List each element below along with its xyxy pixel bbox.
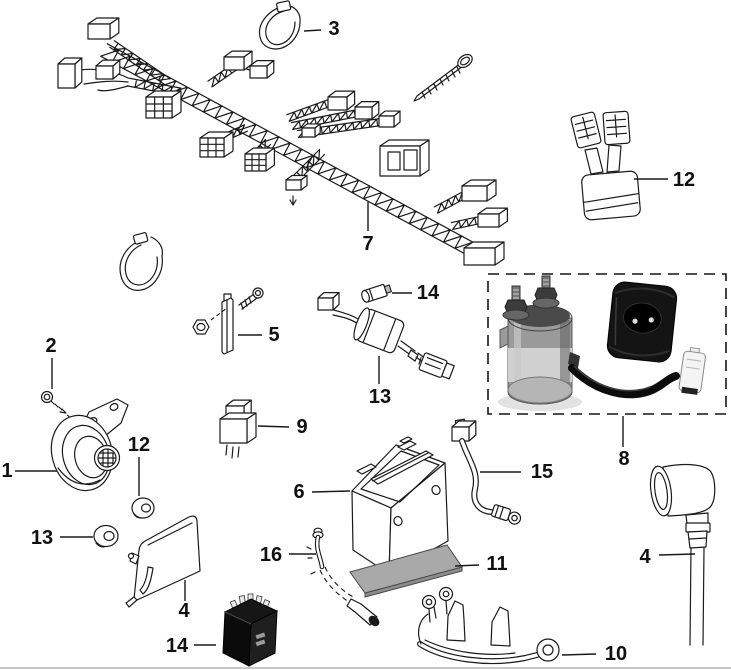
leader-battery-bracket xyxy=(561,653,597,656)
harness-connector xyxy=(461,179,497,202)
part-label-wiring-harness: 7 xyxy=(362,233,373,255)
leader-battery-pad xyxy=(454,564,480,567)
part-label-grommet-b: 13 xyxy=(31,527,53,549)
harness-connector xyxy=(327,90,356,111)
cable-tie-b-drawing xyxy=(119,232,163,291)
spark-plug-cable-drawing xyxy=(649,463,716,646)
harness-connector xyxy=(87,17,120,40)
horn-screw-drawing xyxy=(40,390,80,425)
part-label-starter-solenoid: 8 xyxy=(618,448,629,470)
connector-cube xyxy=(451,420,477,442)
grommet-a-drawing xyxy=(131,497,155,519)
part-label-battery: 6 xyxy=(293,481,304,503)
part-label-grommet-a: 12 xyxy=(128,434,150,456)
grommet-b-drawing xyxy=(93,524,119,548)
leader-battery xyxy=(311,490,351,493)
connector-cube xyxy=(317,292,340,311)
harness-connector xyxy=(477,207,508,228)
harness-connector xyxy=(249,59,275,79)
cover-plate-drawing xyxy=(125,515,201,608)
leader-cable-tie xyxy=(303,29,322,32)
horn-drawing xyxy=(50,398,129,492)
battery-drawing xyxy=(351,436,449,575)
long-screw-drawing xyxy=(413,53,473,102)
harness-connector xyxy=(223,50,253,71)
bulb-drawing xyxy=(361,283,393,303)
part-label-cable-tie: 3 xyxy=(328,18,339,40)
part-label-horn-screw: 2 xyxy=(45,335,56,357)
part-label-battery-bracket: 10 xyxy=(605,643,627,665)
harness-connector xyxy=(199,131,234,158)
relay-drawing xyxy=(219,399,257,459)
part-label-terminal-stud: 5 xyxy=(268,324,279,346)
part-label-relay-black: 14 xyxy=(166,635,189,657)
cable-tie-a-drawing xyxy=(258,0,301,50)
leader-spark-plug-cable xyxy=(658,553,696,556)
part-label-cover-plate: 4 xyxy=(178,600,190,622)
callout-labels: 3 7 12 14 5 13 9 2 1 12 13 4 14 6 11 15 16 8 4 10 xyxy=(1,18,695,665)
battery-cable-drawing xyxy=(451,418,522,525)
breather-wire-drawing xyxy=(306,527,380,627)
part-label-breather-wire: 16 xyxy=(260,544,282,566)
harness-connector xyxy=(145,90,182,119)
part-label-connector-unit: 12 xyxy=(673,169,695,191)
terminal-stud-drawing xyxy=(192,287,264,355)
part-label-bulb: 14 xyxy=(417,282,440,304)
harness-connector xyxy=(244,147,275,172)
part-label-battery-cable: 15 xyxy=(531,461,553,483)
harness-connector xyxy=(463,241,505,266)
harness-connector xyxy=(301,123,321,138)
part-label-brake-switch: 13 xyxy=(369,386,391,408)
harness-connector xyxy=(285,174,308,191)
brake-switch-drawing xyxy=(317,292,455,380)
wiring-harness-drawing xyxy=(57,17,508,266)
part-label-spark-plug-cable: 4 xyxy=(639,546,651,568)
part-label-relay: 9 xyxy=(296,416,307,438)
harness-connector xyxy=(95,59,121,80)
part-label-horn: 1 xyxy=(1,460,12,482)
battery-bracket-drawing xyxy=(417,586,560,665)
harness-connector xyxy=(378,110,401,128)
battery-pad-drawing xyxy=(349,544,463,598)
leader-relay xyxy=(257,425,290,428)
connector-cube xyxy=(219,412,257,444)
connector-unit-drawing xyxy=(570,110,641,221)
part-label-battery-pad: 11 xyxy=(486,553,507,575)
relay-black-drawing xyxy=(222,593,279,667)
starter-solenoid-box xyxy=(487,273,727,415)
harness-connector xyxy=(354,100,380,120)
harness-connector xyxy=(57,57,83,89)
